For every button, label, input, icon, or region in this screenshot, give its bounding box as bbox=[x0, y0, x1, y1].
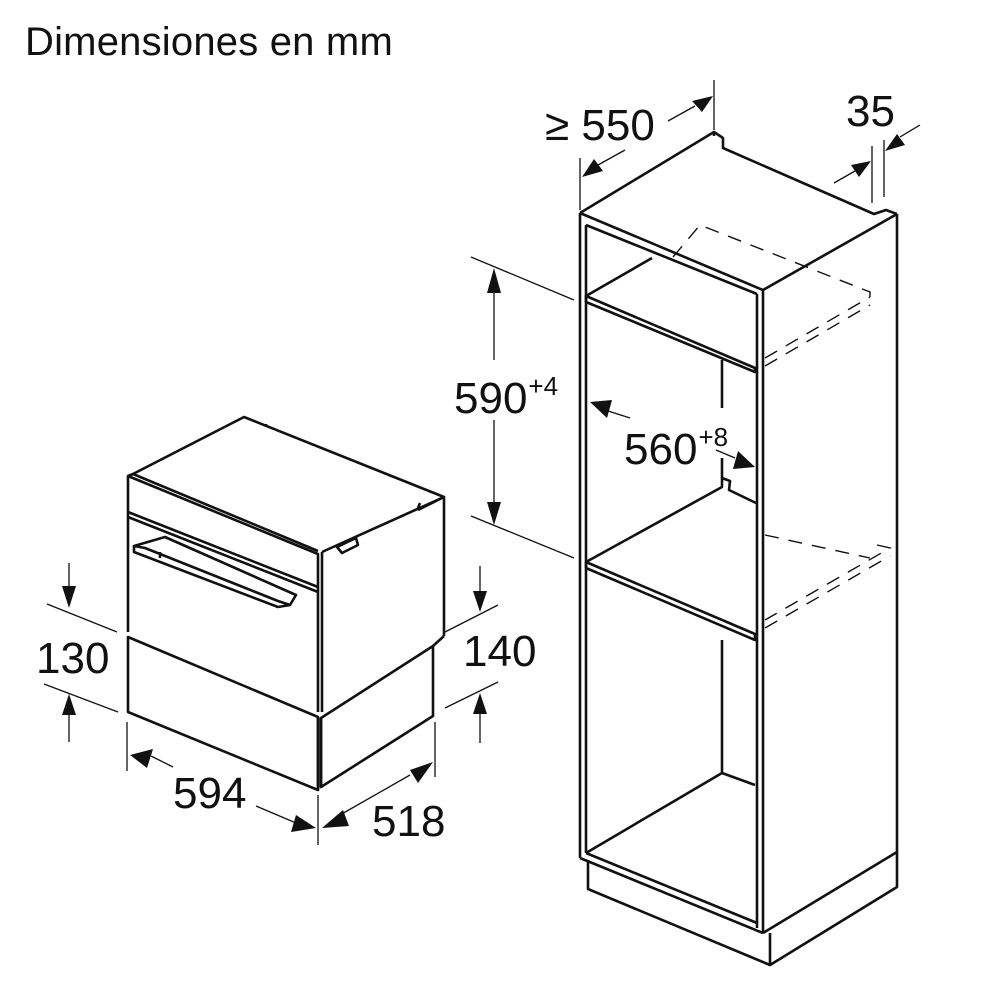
dimension-label-140: 140 bbox=[463, 630, 536, 674]
dimension-tolerance: +4 bbox=[528, 371, 559, 401]
dimension-value: 550 bbox=[581, 101, 655, 150]
dimension-value: 560 bbox=[624, 425, 698, 474]
dimension-590-lines bbox=[470, 256, 575, 559]
dimension-label-35: 35 bbox=[846, 90, 895, 134]
dimension-label-518: 518 bbox=[372, 800, 445, 844]
dimension-label-130: 130 bbox=[36, 637, 109, 681]
dimension-140-lines bbox=[444, 566, 499, 743]
cabinet-illustration bbox=[578, 130, 899, 967]
dimension-594-lines bbox=[126, 722, 319, 845]
dimension-prefix: ≥ bbox=[545, 101, 570, 150]
dimension-tolerance: +8 bbox=[698, 422, 729, 452]
dimension-value: 35 bbox=[846, 87, 895, 136]
dimension-label-594: 594 bbox=[173, 772, 246, 816]
dimension-value: 590 bbox=[454, 374, 528, 423]
appliance-illustration bbox=[126, 415, 446, 792]
dimension-560-lines bbox=[590, 400, 755, 469]
dimension-value: 130 bbox=[36, 634, 110, 683]
drawing-title: Dimensiones en mm bbox=[25, 20, 393, 64]
dimension-518-lines bbox=[322, 722, 436, 828]
dimension-value: 518 bbox=[372, 797, 446, 846]
dimension-label-560: 560+8 bbox=[624, 424, 728, 472]
dimension-130-lines bbox=[43, 563, 119, 742]
dimension-35-lines bbox=[833, 124, 921, 203]
dimension-value: 594 bbox=[173, 769, 247, 818]
dimension-label-550: ≥ 550 bbox=[545, 104, 655, 148]
dimension-label-590: 590+4 bbox=[454, 373, 558, 421]
dimension-value: 140 bbox=[463, 627, 537, 676]
dimension-550-lines bbox=[579, 80, 715, 210]
